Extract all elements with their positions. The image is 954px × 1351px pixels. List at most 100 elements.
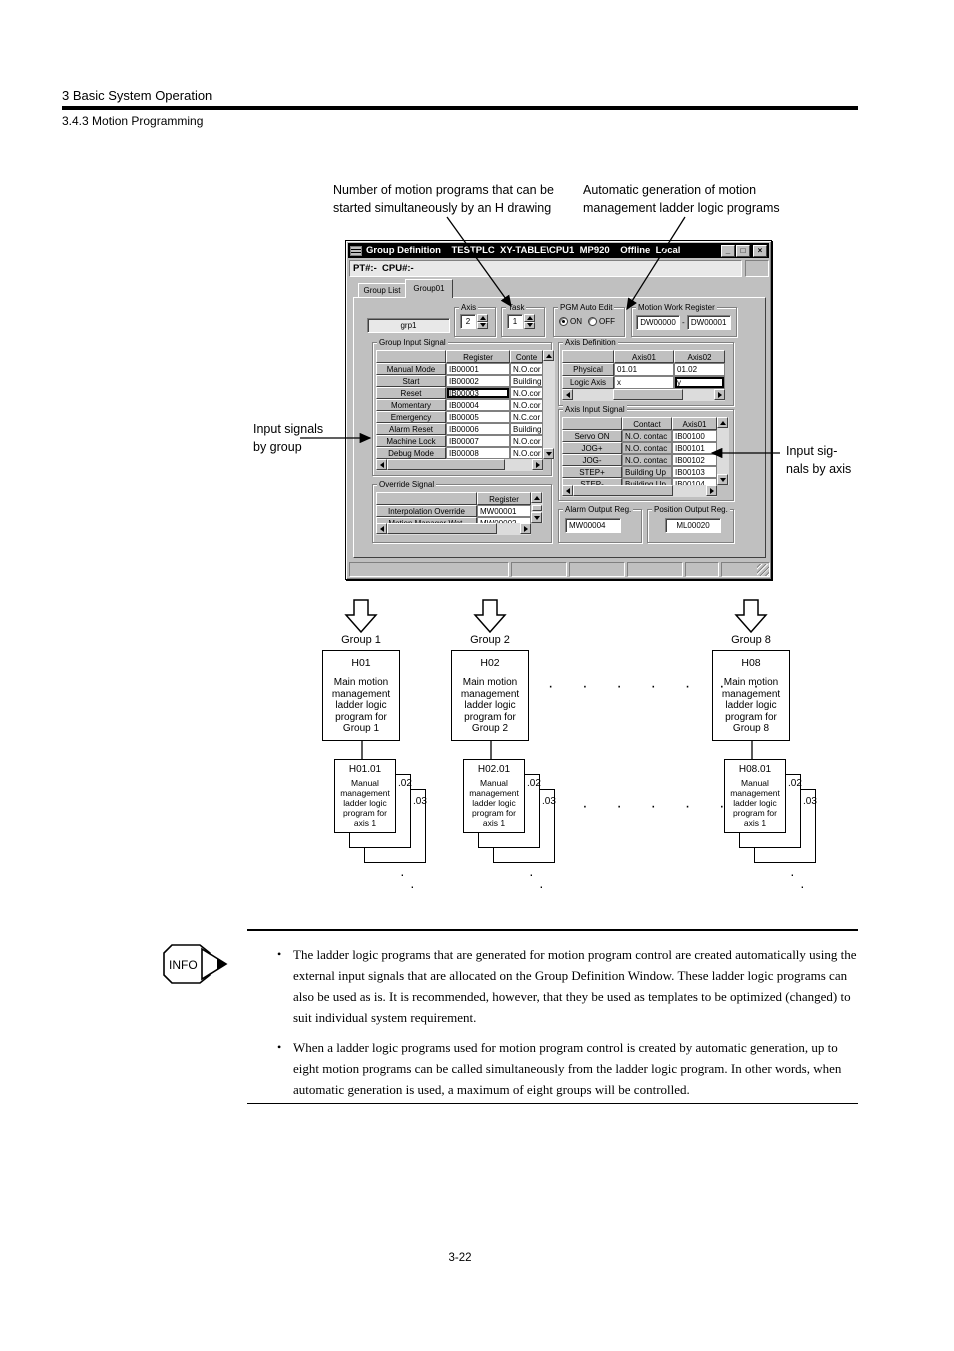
row-label-button[interactable]: Emergency <box>376 411 446 423</box>
table-cell[interactable]: IB00103 <box>672 466 717 478</box>
table-cell[interactable]: 01.02 <box>674 363 725 376</box>
close-button[interactable]: × <box>753 244 767 257</box>
scroll-down-button[interactable] <box>717 474 728 485</box>
maximize-button[interactable]: □ <box>736 244 750 257</box>
table-cell[interactable]: N.O.cor <box>510 447 543 459</box>
mwr-from-field[interactable]: DW00000 <box>636 315 680 330</box>
horizontal-scrollbar[interactable] <box>376 459 543 471</box>
row-label-button[interactable]: Physical <box>562 363 614 376</box>
scroll-right-button[interactable] <box>520 523 531 534</box>
scroll-right-button[interactable] <box>706 485 717 496</box>
row-label-button[interactable]: JOG+ <box>562 442 622 454</box>
task-spinner[interactable]: 1 <box>507 314 535 329</box>
table-cell[interactable]: IB00004 <box>446 399 510 411</box>
column-header[interactable]: Contact <box>622 417 672 430</box>
scroll-left-button[interactable] <box>376 459 387 470</box>
position-output-field[interactable]: ML00020 <box>665 518 721 533</box>
table-cell[interactable]: N.O.cor <box>510 387 543 399</box>
table-cell[interactable]: N.O.cor <box>510 363 543 375</box>
row-label-button[interactable]: Momentary <box>376 399 446 411</box>
column-header[interactable]: Register <box>446 350 510 363</box>
scroll-left-button[interactable] <box>562 389 573 400</box>
title-bar[interactable]: Group Definition TESTPLC XY-TABLE\CPU1 M… <box>348 243 769 258</box>
row-label-button[interactable]: Machine Lock <box>376 435 446 447</box>
table-cell[interactable]: Building Up <box>622 466 672 478</box>
table-cell[interactable]: N.O.cor <box>510 435 543 447</box>
column-header[interactable] <box>376 350 446 363</box>
scrollbar-thumb[interactable] <box>573 485 673 496</box>
scrollbar-thumb[interactable] <box>532 504 542 511</box>
column-header[interactable]: Axis01 <box>672 417 717 430</box>
row-label-button[interactable]: Start <box>376 375 446 387</box>
scroll-up-button[interactable] <box>531 492 542 503</box>
table-cell[interactable]: 01.01 <box>614 363 674 376</box>
column-header[interactable]: Register <box>477 492 531 505</box>
table-cell[interactable]: Building Up <box>622 478 672 485</box>
mwr-to-field[interactable]: DW00001 <box>686 315 731 330</box>
horizontal-scrollbar[interactable] <box>562 389 725 401</box>
table-cell[interactable]: MW00001 <box>477 505 531 517</box>
row-label-button[interactable]: Alarm Reset <box>376 423 446 435</box>
row-label-button[interactable]: Debug Mode <box>376 447 446 459</box>
column-header[interactable] <box>562 417 622 430</box>
row-label-button[interactable]: Reset <box>376 387 446 399</box>
axis-spinner-value[interactable]: 2 <box>460 314 476 329</box>
task-spinner-down-icon[interactable] <box>524 321 535 329</box>
table-cell[interactable]: x <box>614 376 674 389</box>
task-spinner-up-icon[interactable] <box>524 314 535 322</box>
scrollbar-thumb[interactable] <box>387 459 505 470</box>
scroll-left-button[interactable] <box>376 523 387 534</box>
row-label-button[interactable]: Manual Mode <box>376 363 446 375</box>
column-header[interactable]: Axis02 <box>674 350 725 363</box>
tab-group01[interactable]: Group01 <box>405 279 453 298</box>
tab-group-list[interactable]: Group List <box>358 283 406 297</box>
table-cell[interactable]: Building <box>510 423 543 435</box>
pgm-on-radio[interactable] <box>559 317 568 326</box>
row-label-button[interactable]: JOG- <box>562 454 622 466</box>
scroll-down-button[interactable] <box>531 512 542 523</box>
scroll-left-button[interactable] <box>562 485 573 496</box>
pgm-off-radio[interactable] <box>588 317 597 326</box>
alarm-output-field[interactable]: MW00004 <box>565 518 621 533</box>
selected-cell[interactable]: IB00003 <box>446 387 510 399</box>
table-cell[interactable]: Building <box>510 375 543 387</box>
scroll-up-button[interactable] <box>543 350 554 361</box>
table-cell[interactable]: IB00104 <box>672 478 717 485</box>
row-label-button[interactable]: Logic Axis <box>562 376 614 389</box>
row-label-button[interactable]: Servo ON <box>562 430 622 442</box>
table-cell[interactable]: IB00005 <box>446 411 510 423</box>
vertical-scrollbar[interactable] <box>717 417 729 485</box>
table-cell[interactable]: N.O. contac <box>622 442 672 454</box>
table-cell[interactable]: IB00008 <box>446 447 510 459</box>
axis-spinner[interactable]: 2 <box>460 314 488 329</box>
table-cell[interactable]: IB00006 <box>446 423 510 435</box>
table-cell[interactable]: IB00007 <box>446 435 510 447</box>
scrollbar-thumb[interactable] <box>613 389 683 400</box>
row-label-button[interactable]: STEP- <box>562 478 622 485</box>
scrollbar-thumb[interactable] <box>387 523 497 534</box>
table-cell[interactable]: IB00100 <box>672 430 717 442</box>
row-label-button[interactable]: Interpolation Override <box>376 505 477 517</box>
column-header[interactable]: Conte <box>510 350 543 363</box>
axis-spinner-down-icon[interactable] <box>477 321 488 329</box>
horizontal-scrollbar[interactable] <box>376 523 531 535</box>
column-header[interactable] <box>376 492 477 505</box>
table-cell[interactable]: IB00102 <box>672 454 717 466</box>
group-name-field[interactable]: grp1 <box>367 318 450 333</box>
column-header[interactable] <box>562 350 614 363</box>
table-cell[interactable]: N.C.cor <box>510 411 543 423</box>
row-label-button[interactable]: Motion Manager Wat. <box>376 517 477 523</box>
table-cell[interactable]: N.O.cor <box>510 399 543 411</box>
selected-cell[interactable]: y <box>674 376 725 389</box>
table-cell[interactable]: IB00002 <box>446 375 510 387</box>
vertical-scrollbar[interactable] <box>543 350 555 459</box>
minimize-button[interactable]: _ <box>721 244 735 257</box>
task-spinner-value[interactable]: 1 <box>507 314 523 329</box>
table-cell[interactable]: IB00101 <box>672 442 717 454</box>
scroll-right-button[interactable] <box>532 459 543 470</box>
resize-grip[interactable] <box>757 564 769 576</box>
horizontal-scrollbar[interactable] <box>562 485 717 497</box>
scroll-down-button[interactable] <box>543 448 554 459</box>
axis-spinner-up-icon[interactable] <box>477 314 488 322</box>
row-label-button[interactable]: STEP+ <box>562 466 622 478</box>
